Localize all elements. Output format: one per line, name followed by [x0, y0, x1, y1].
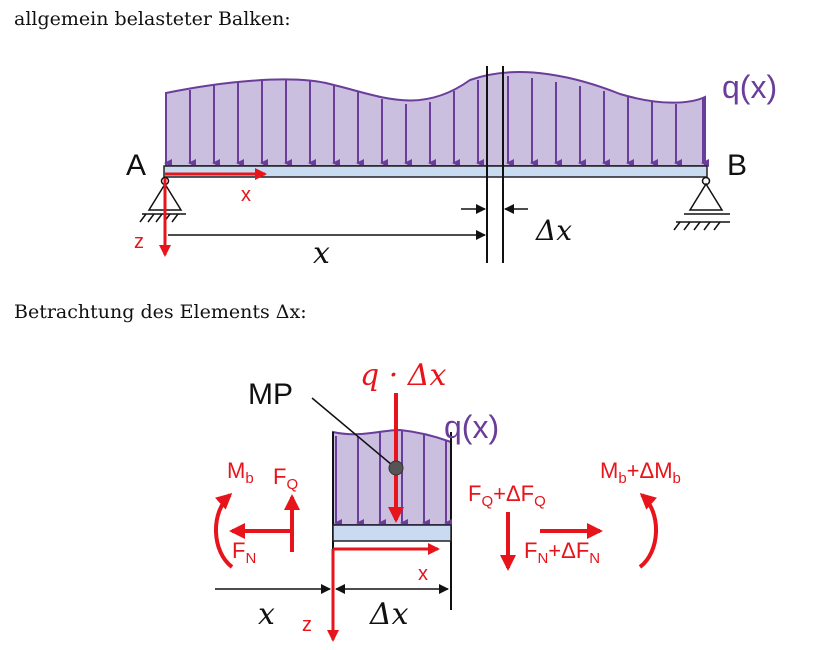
mp-leader-line [311, 397, 393, 466]
element-width-label-bottom: Δx [369, 597, 409, 632]
element-beam [332, 524, 452, 542]
beam-heading: allgemein belasteter Balken: [14, 8, 291, 30]
left-normal-text: F [232, 538, 245, 563]
right-shear-sub: Q [481, 493, 493, 510]
load-label-top: q(x) [722, 69, 777, 105]
resultant-load-text: q · Δx [360, 358, 446, 393]
right-moment-text: M [600, 458, 618, 483]
support-b [673, 176, 730, 231]
left-shear-sub: Q [286, 476, 298, 493]
right-normal-label: FN+ΔFN [524, 538, 600, 567]
left-moment-label: Mb [227, 458, 254, 487]
right-shear-plus: +ΔF [493, 481, 534, 506]
left-moment-arrow [214, 492, 234, 569]
right-shear-text: F [468, 481, 481, 506]
x-axis-label: x [241, 184, 251, 206]
right-normal-text: F [524, 538, 537, 563]
resultant-load-label: q · Δx [360, 358, 446, 393]
support-a-label: A [126, 149, 146, 182]
right-normal-sub: N [537, 550, 548, 567]
right-moment-sub: b [618, 470, 626, 487]
left-moment-sub: b [245, 470, 253, 487]
z-axis-label: z [134, 231, 144, 253]
right-shear-label: FQ+ΔFQ [468, 481, 546, 510]
right-moment-label: Mb+ΔMb [600, 458, 681, 487]
right-moment-arrow [638, 492, 658, 569]
element-x-axis-label: x [418, 563, 428, 585]
right-shear-plus-sub: Q [534, 493, 546, 510]
element-width-label: Δx [535, 214, 572, 247]
beam [163, 165, 708, 178]
distance-x-label: x [313, 236, 330, 271]
load-arrows [164, 76, 709, 167]
mp-label: MP [248, 378, 293, 411]
left-normal-sub: N [245, 550, 256, 567]
element-heading: Betrachtung des Elements Δx: [14, 301, 307, 323]
support-b-label: B [727, 149, 747, 182]
left-shear-text: F [273, 464, 286, 489]
left-moment-text: M [227, 458, 245, 483]
right-normal-plus: +ΔF [548, 538, 589, 563]
left-normal-label: FN [232, 538, 256, 567]
right-normal-plus-sub: N [589, 550, 600, 567]
element-load-label: q(x) [444, 409, 499, 445]
right-moment-plus: +ΔM [627, 458, 673, 483]
mp-point [388, 460, 404, 476]
support-a [139, 176, 186, 223]
element-load-area [332, 428, 452, 526]
element-z-axis-label: z [302, 614, 312, 636]
left-shear-label: FQ [273, 464, 298, 493]
right-moment-plus-sub: b [673, 470, 681, 487]
distributed-load-area [165, 71, 706, 167]
element-distance-x-label: x [258, 597, 275, 632]
